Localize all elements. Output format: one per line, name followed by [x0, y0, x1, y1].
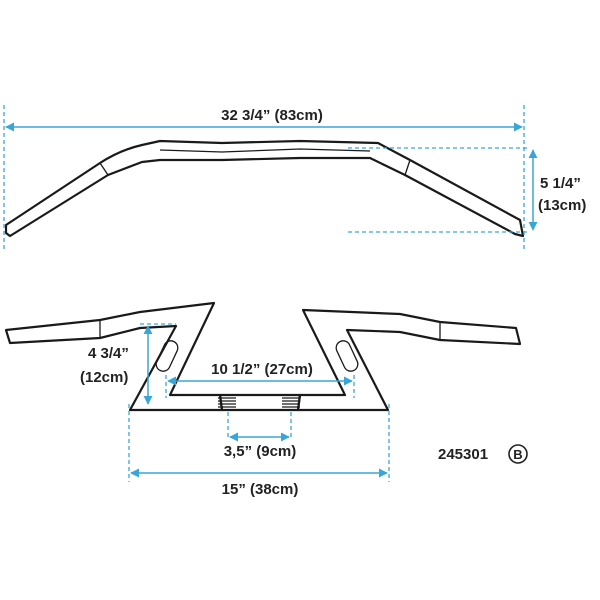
top-rise-label-line2: (13cm): [538, 197, 586, 214]
top-handlebar-outline: [4, 139, 525, 238]
front-inner-width-label: 10 1/2” (27cm): [211, 361, 313, 378]
top-handlebar-grip-right: [404, 159, 411, 176]
front-right-riser: [296, 308, 522, 412]
front-right-slot: [335, 340, 359, 372]
top-rise-label-line1: 5 1/4”: [540, 175, 581, 192]
front-height-label-line2: (12cm): [80, 369, 128, 386]
top-view-handlebar: 32 3/4” (83cm) 5 1/4” (13cm): [3, 105, 586, 250]
part-variant-letter: B: [513, 447, 522, 462]
part-number: 245301 B: [438, 444, 528, 464]
front-height-label-line1: 4 3/4”: [88, 345, 129, 362]
front-center-label: 3,5” (9cm): [224, 443, 297, 460]
top-handlebar-grip-left: [99, 162, 109, 176]
top-handlebar-center-seam: [159, 148, 371, 153]
part-variant-circle: [508, 444, 528, 464]
front-left-slot: [155, 340, 179, 372]
front-base-width-label: 15” (38cm): [222, 481, 299, 498]
front-center-crossbar: [218, 393, 302, 412]
part-number-text: 245301: [438, 446, 488, 463]
front-knurl-left: [218, 397, 236, 408]
front-knurl-right: [282, 397, 300, 408]
front-view-handlebar: 4 3/4” (12cm) 10 1/2” (27cm) 3,5” (9cm) …: [4, 301, 522, 498]
top-width-label: 32 3/4” (83cm): [221, 107, 323, 124]
